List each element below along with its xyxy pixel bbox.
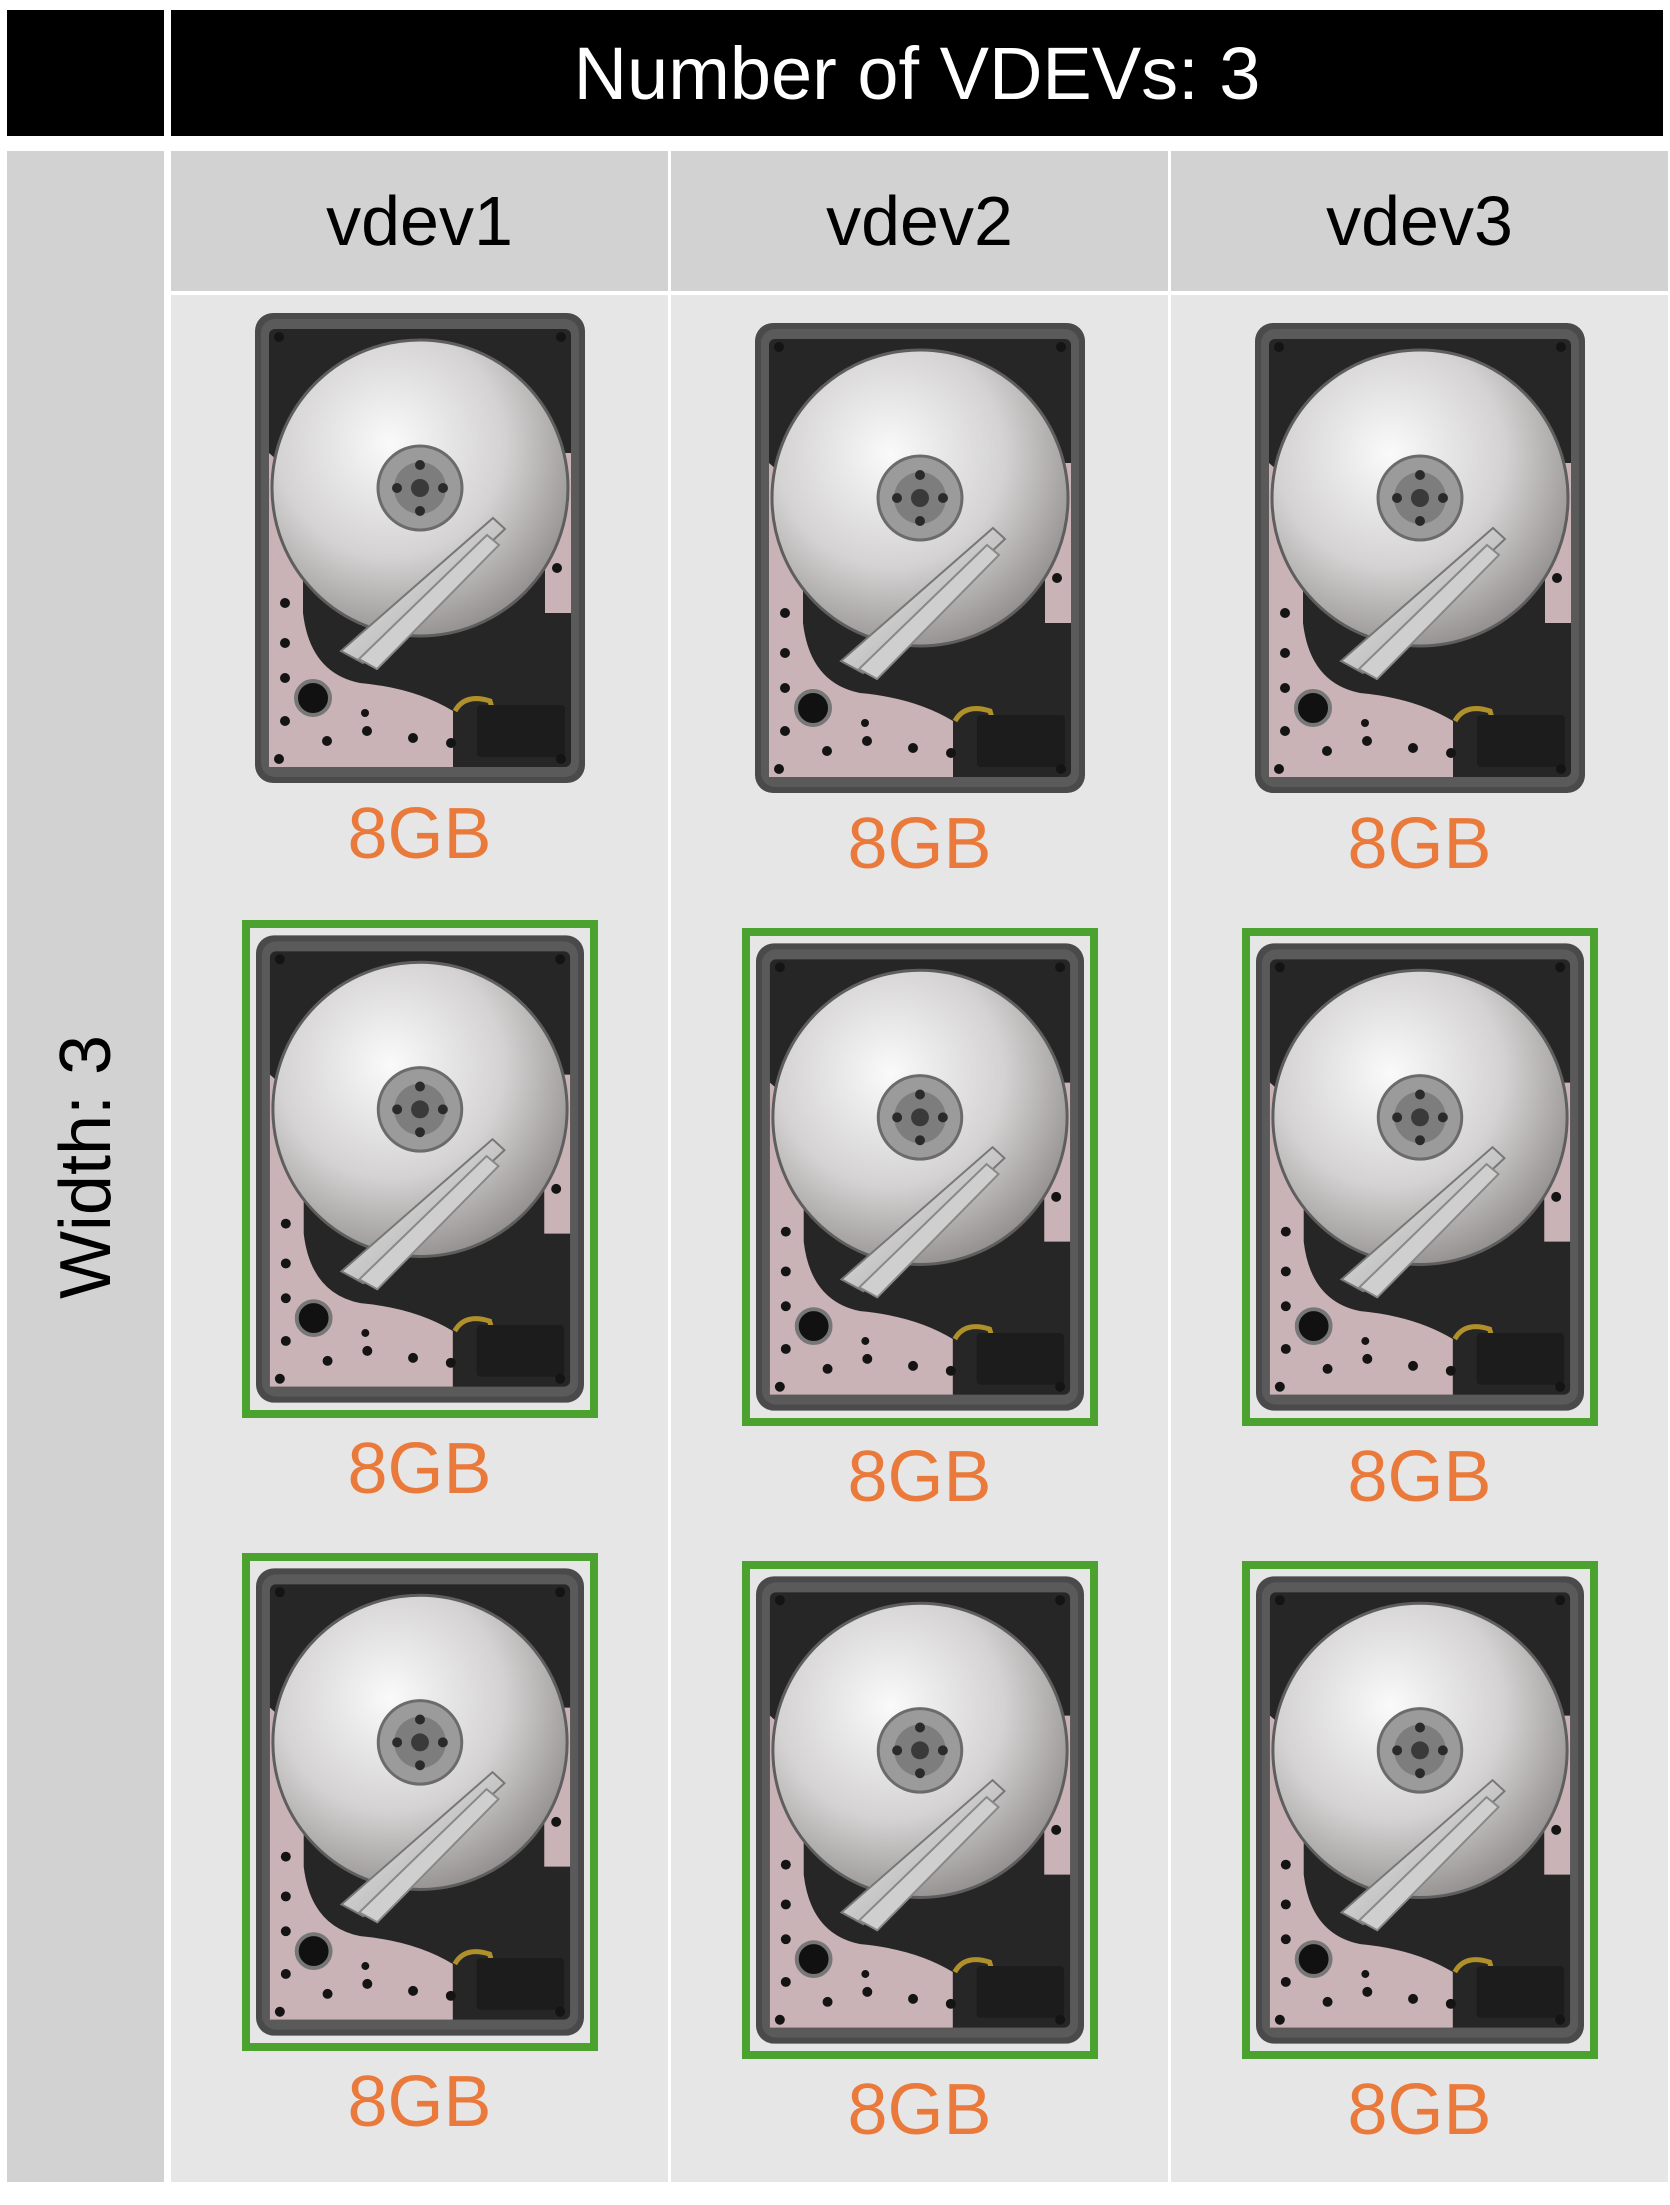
vdev-disks: 8GB 8GB 8GB (171, 295, 668, 2182)
hard-drive-icon (241, 1553, 598, 2051)
vdev-column-1: vdev1 8GB 8GB 8GB (171, 151, 668, 2182)
disk-capacity: 8GB (847, 1437, 992, 1517)
vdev-name: vdev1 (171, 151, 668, 291)
disk-capacity: 8GB (347, 1429, 492, 1509)
hard-drive-icon (1241, 1561, 1598, 2059)
vdev-disks: 8GB 8GB 8GB (671, 295, 1168, 2182)
disk-capacity: 8GB (847, 804, 992, 884)
hard-drive-icon (741, 928, 1098, 1426)
hard-drive-icon (755, 323, 1085, 793)
disk-capacity: 8GB (1347, 1437, 1492, 1517)
disk-slot: 8GB (1171, 323, 1668, 943)
vdev-name: vdev2 (671, 151, 1168, 291)
width-header: Width: 3 (7, 151, 164, 2182)
disk-capacity: 8GB (347, 2062, 492, 2142)
disk-slot: 8GB (671, 928, 1168, 1548)
hard-drive-icon (1255, 323, 1585, 793)
hard-drive-icon (241, 920, 598, 1418)
vdev-name: vdev3 (1171, 151, 1668, 291)
disk-capacity: 8GB (347, 794, 492, 874)
disk-slot: 8GB (171, 1553, 668, 2173)
disk-slot: 8GB (171, 313, 668, 933)
hard-drive-icon (255, 313, 585, 783)
corner-cell (7, 10, 164, 136)
disk-slot: 8GB (671, 323, 1168, 943)
disk-capacity: 8GB (847, 2070, 992, 2150)
disk-slot: 8GB (671, 1561, 1168, 2181)
disk-slot: 8GB (1171, 928, 1668, 1548)
disk-capacity: 8GB (1347, 804, 1492, 884)
vdev-count-header: Number of VDEVs: 3 (171, 10, 1663, 136)
vdev-disks: 8GB 8GB 8GB (1171, 295, 1668, 2182)
vdev-column-3: vdev3 8GB 8GB 8GB (1171, 151, 1668, 2182)
disk-slot: 8GB (1171, 1561, 1668, 2181)
vdev-column-2: vdev2 8GB 8GB 8GB (671, 151, 1168, 2182)
hard-drive-icon (741, 1561, 1098, 2059)
disk-capacity: 8GB (1347, 2070, 1492, 2150)
width-label: Width: 3 (45, 1034, 126, 1299)
hard-drive-icon (1241, 928, 1598, 1426)
disk-slot: 8GB (171, 920, 668, 1540)
